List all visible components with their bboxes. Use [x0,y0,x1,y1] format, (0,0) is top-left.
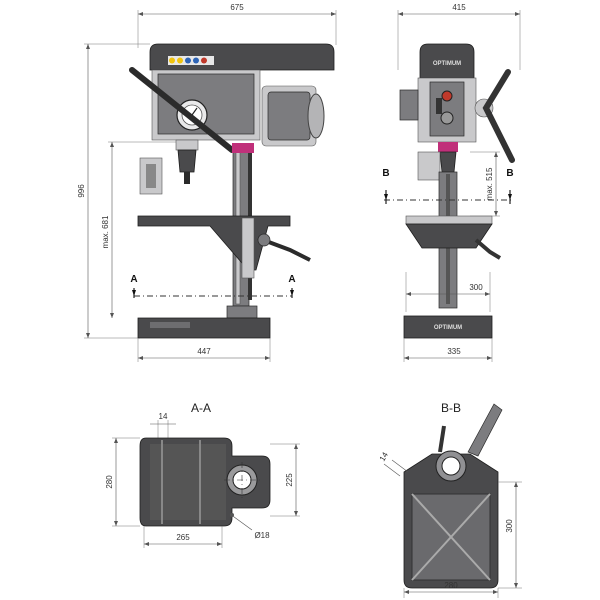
section-mark-b-left: B [382,168,389,179]
dim-aa-length: 265 [176,533,190,542]
dim-aa-slot: 14 [159,412,168,421]
dim-side-max: max. 515 [485,167,494,200]
dim-side-table: 300 [469,283,483,292]
dim-bb-width: 280 [444,581,458,590]
dim-bb-height: 300 [505,519,514,533]
section-mark-a-right: A [288,274,295,285]
side-brand-head: OPTIMUM [433,61,461,67]
dim-bb-slot: 14 [378,450,391,463]
side-view: 415 OPTIMUM B B [382,3,521,362]
dim-side-width: 415 [452,3,466,12]
section-b-b-title: B-B [441,401,461,415]
section-mark-b-right: B [506,168,513,179]
dim-aa-hole-diameter: Ø18 [254,531,270,540]
dim-front-base: 447 [197,347,211,356]
side-brand-base: OPTIMUM [434,325,462,331]
front-view: 675 996 max. 681 [77,3,337,362]
dim-front-max: max. 681 [101,215,110,248]
section-b-b: B-B 14 300 280 [378,401,522,598]
dim-aa-depth: 280 [105,475,114,489]
section-a-a-title: A-A [191,401,211,415]
dim-aa-hole-offset: 225 [285,473,294,487]
dim-front-width: 675 [230,3,244,12]
dim-front-height: 996 [77,184,86,198]
dim-side-base: 335 [447,347,461,356]
section-mark-a-left: A [130,274,137,285]
section-a-a: A-A 14 280 225 265 Ø [105,401,300,548]
